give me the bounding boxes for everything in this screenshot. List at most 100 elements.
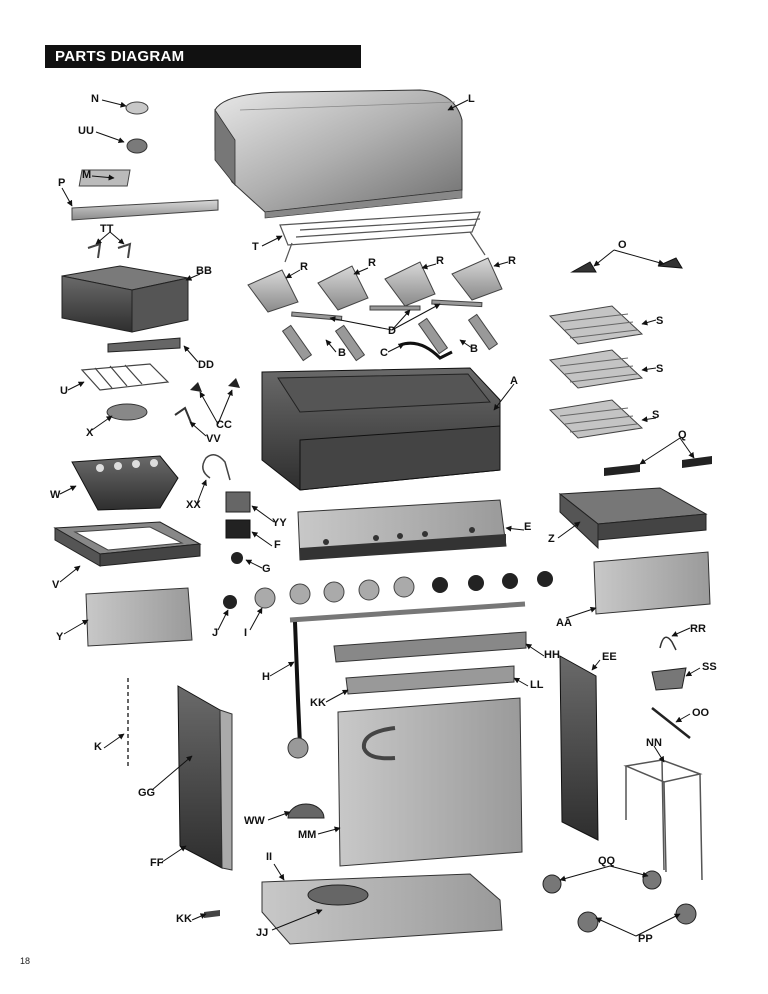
label-R-2: R (368, 257, 376, 269)
hose-part (293, 621, 302, 746)
side-grate-part (80, 363, 170, 391)
cap-part (287, 803, 325, 819)
cart-panel-part (559, 655, 599, 841)
ignition-part (225, 491, 251, 513)
label-F: F (274, 539, 281, 551)
side-shelf-part (558, 487, 708, 550)
label-M: M (82, 169, 92, 181)
cart-base-part (261, 873, 503, 945)
label-W: W (50, 489, 61, 501)
label-CC: CC (216, 419, 232, 431)
label-Z: Z (548, 533, 555, 545)
label-JJ: JJ (256, 927, 269, 939)
label-T: T (252, 241, 259, 253)
label-TT: TT (100, 223, 114, 235)
label-UU: UU (78, 125, 94, 137)
screw-part (204, 910, 220, 918)
label-NN: NN (646, 737, 662, 749)
label-LL: LL (530, 679, 544, 691)
label-R-1: R (300, 261, 308, 273)
heat-tent-part (247, 257, 503, 313)
control-panel-part (297, 499, 507, 561)
label-A: A (510, 375, 518, 387)
valve-part (174, 406, 193, 426)
lid-part (214, 89, 463, 219)
cart-panel-part (177, 685, 223, 869)
brace-part (333, 631, 527, 663)
label-GG: GG (138, 787, 156, 799)
label-U: U (60, 385, 68, 397)
manifold-part (289, 601, 526, 623)
leader-lines (59, 99, 701, 937)
brace-part (345, 665, 515, 695)
label-MM: MM (298, 829, 317, 841)
label-D: D (388, 325, 396, 337)
label-B-2: B (470, 343, 478, 355)
bolt-part (604, 456, 712, 476)
cart-panel-part (219, 709, 233, 871)
label-H: H (262, 671, 270, 683)
label-L: L (468, 93, 475, 105)
knob-part (190, 378, 240, 392)
label-BB: BB (196, 265, 212, 277)
rod-part (651, 707, 691, 739)
label-J: J (212, 627, 219, 639)
page-title: PARTS DIAGRAM (55, 48, 185, 65)
control-knob-part (223, 571, 553, 609)
label-FF: FF (150, 857, 164, 869)
caster-part (542, 870, 697, 933)
label-XX: XX (186, 499, 201, 511)
label-DD: DD (198, 359, 214, 371)
side-panel-part (85, 587, 193, 647)
tank-holder-part (623, 759, 703, 881)
thermometer-part (78, 101, 149, 187)
side-shelf-part (53, 521, 202, 567)
side-panel-part (593, 551, 711, 615)
tank-hook-part (659, 636, 677, 651)
warming-rack-part (279, 211, 486, 263)
label-OO: OO (692, 707, 710, 719)
label-EE: EE (602, 651, 617, 663)
label-S-1: S (656, 315, 664, 327)
label-HH: HH (544, 649, 560, 661)
label-KK-2: KK (176, 913, 192, 925)
label-PP: PP (638, 933, 653, 945)
label-B-1: B (338, 347, 346, 359)
firebox-part (261, 367, 501, 491)
side-burner-part (107, 337, 181, 353)
label-S-2: S (656, 363, 664, 375)
label-KK-1: KK (310, 697, 326, 709)
label-R-3: R (436, 255, 444, 267)
regulator-part (287, 737, 309, 759)
label-Q: Q (678, 429, 687, 441)
cooking-grate-part (548, 305, 644, 439)
label-E: E (524, 521, 532, 533)
label-V: V (52, 579, 60, 591)
label-R-4: R (508, 255, 516, 267)
basket-part (71, 455, 179, 511)
label-S-3: S (652, 409, 660, 421)
side-burner-part (106, 403, 148, 421)
label-C: C (380, 347, 388, 359)
label-QQ: QQ (598, 855, 616, 867)
knob-part (231, 552, 243, 564)
cup-part (651, 667, 687, 691)
label-SS: SS (702, 661, 717, 673)
label-AA: AA (556, 617, 572, 629)
bracket-part (87, 242, 132, 259)
label-Y: Y (56, 631, 64, 643)
wire-part (202, 454, 231, 481)
ignition-part (225, 519, 251, 539)
label-K: K (94, 741, 102, 753)
label-O: O (618, 239, 627, 251)
label-VV: VV (206, 433, 221, 445)
handle-part (71, 199, 219, 221)
label-RR: RR (690, 623, 706, 635)
page-number: 18 (20, 956, 31, 966)
label-P: P (58, 177, 66, 189)
label-G: G (262, 563, 271, 575)
label-II: II (266, 851, 273, 863)
side-burner-lid-part (61, 265, 189, 333)
